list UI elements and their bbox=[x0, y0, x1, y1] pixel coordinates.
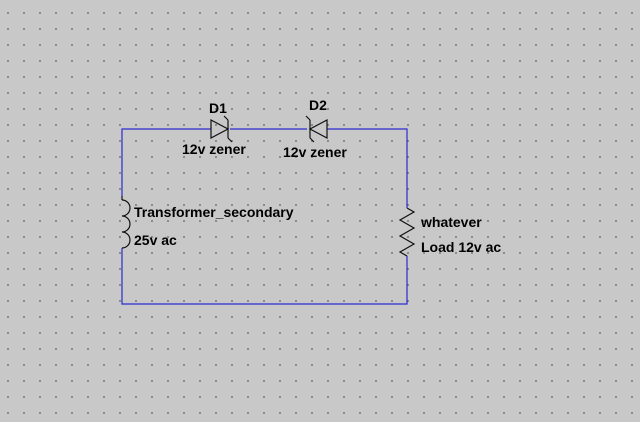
inductor-icon[interactable] bbox=[121, 196, 131, 249]
load-ref-label: whatever bbox=[421, 214, 482, 230]
wire-top-right bbox=[327, 128, 408, 208]
zener-diode-d1-icon[interactable] bbox=[210, 115, 233, 143]
load-value-label: Load 12v ac bbox=[421, 239, 502, 255]
resistor-icon[interactable] bbox=[398, 207, 416, 257]
transformer-value-label: 25v ac bbox=[134, 232, 177, 248]
wire-top-left bbox=[121, 128, 211, 196]
d1-value-label: 12v zener bbox=[182, 141, 246, 157]
transformer-ref-label: Transformer_secondary bbox=[134, 204, 294, 220]
wire-right-bottom bbox=[121, 248, 408, 305]
d2-ref-label: D2 bbox=[309, 97, 327, 113]
wires bbox=[121, 128, 408, 305]
d2-value-label: 12v zener bbox=[283, 144, 347, 160]
zener-diode-d2-icon[interactable] bbox=[305, 115, 328, 143]
d1-ref-label: D1 bbox=[209, 100, 227, 116]
